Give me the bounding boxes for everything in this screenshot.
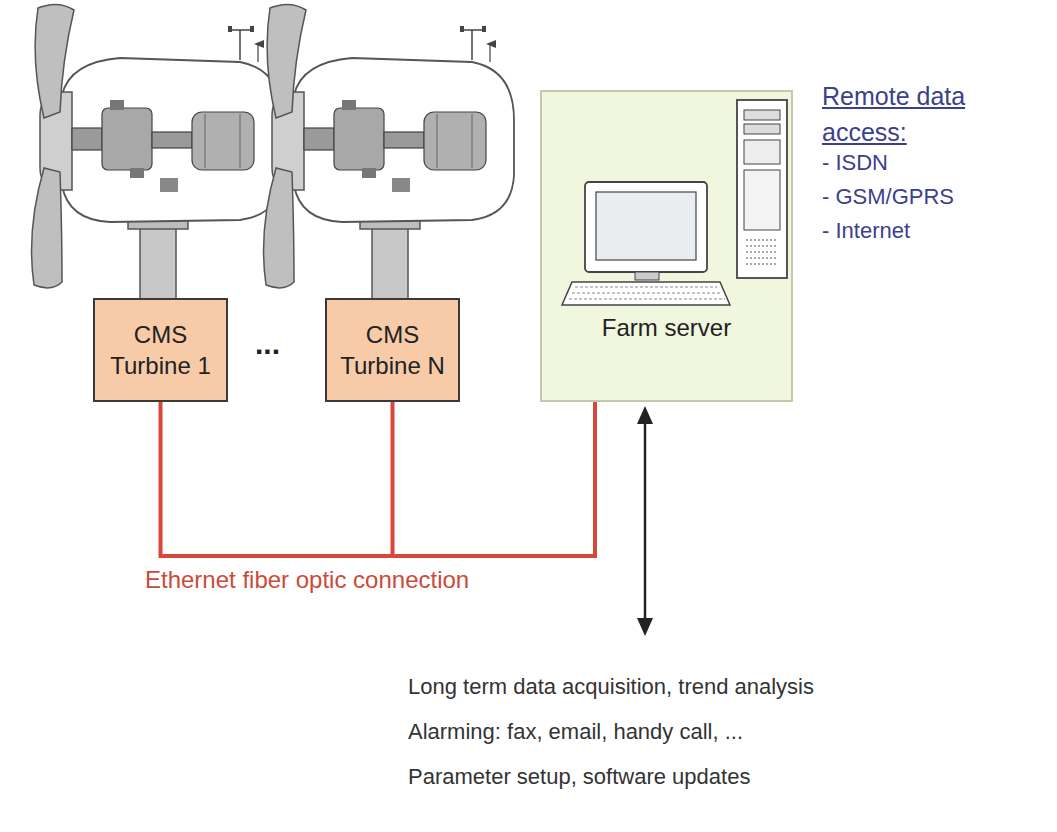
ellipsis: ...: [255, 326, 315, 362]
node-text: CMS Turbine 1: [103, 319, 218, 381]
function-text: Alarming: fax, email, handy call, ...: [408, 719, 968, 745]
node-text: Farm server: [602, 314, 731, 342]
cms-box: CMS Turbine N: [325, 298, 460, 402]
server-box: Farm server: [540, 90, 793, 402]
remote-heading: Remote data access:: [822, 78, 1012, 151]
remote-item: - ISDN: [822, 150, 1022, 176]
remote-item: - GSM/GPRS: [822, 184, 1022, 210]
cms-box: CMS Turbine 1: [93, 298, 228, 402]
bus-label: Ethernet fiber optic connection: [145, 566, 605, 595]
function-text: Long term data acquisition, trend analys…: [408, 674, 968, 700]
ethernet-connector: [393, 402, 596, 556]
remote-item: - Internet: [822, 218, 1022, 244]
ethernet-connector: [161, 402, 596, 556]
function-text: Parameter setup, software updates: [408, 764, 968, 790]
node-text: CMS Turbine N: [335, 319, 450, 381]
